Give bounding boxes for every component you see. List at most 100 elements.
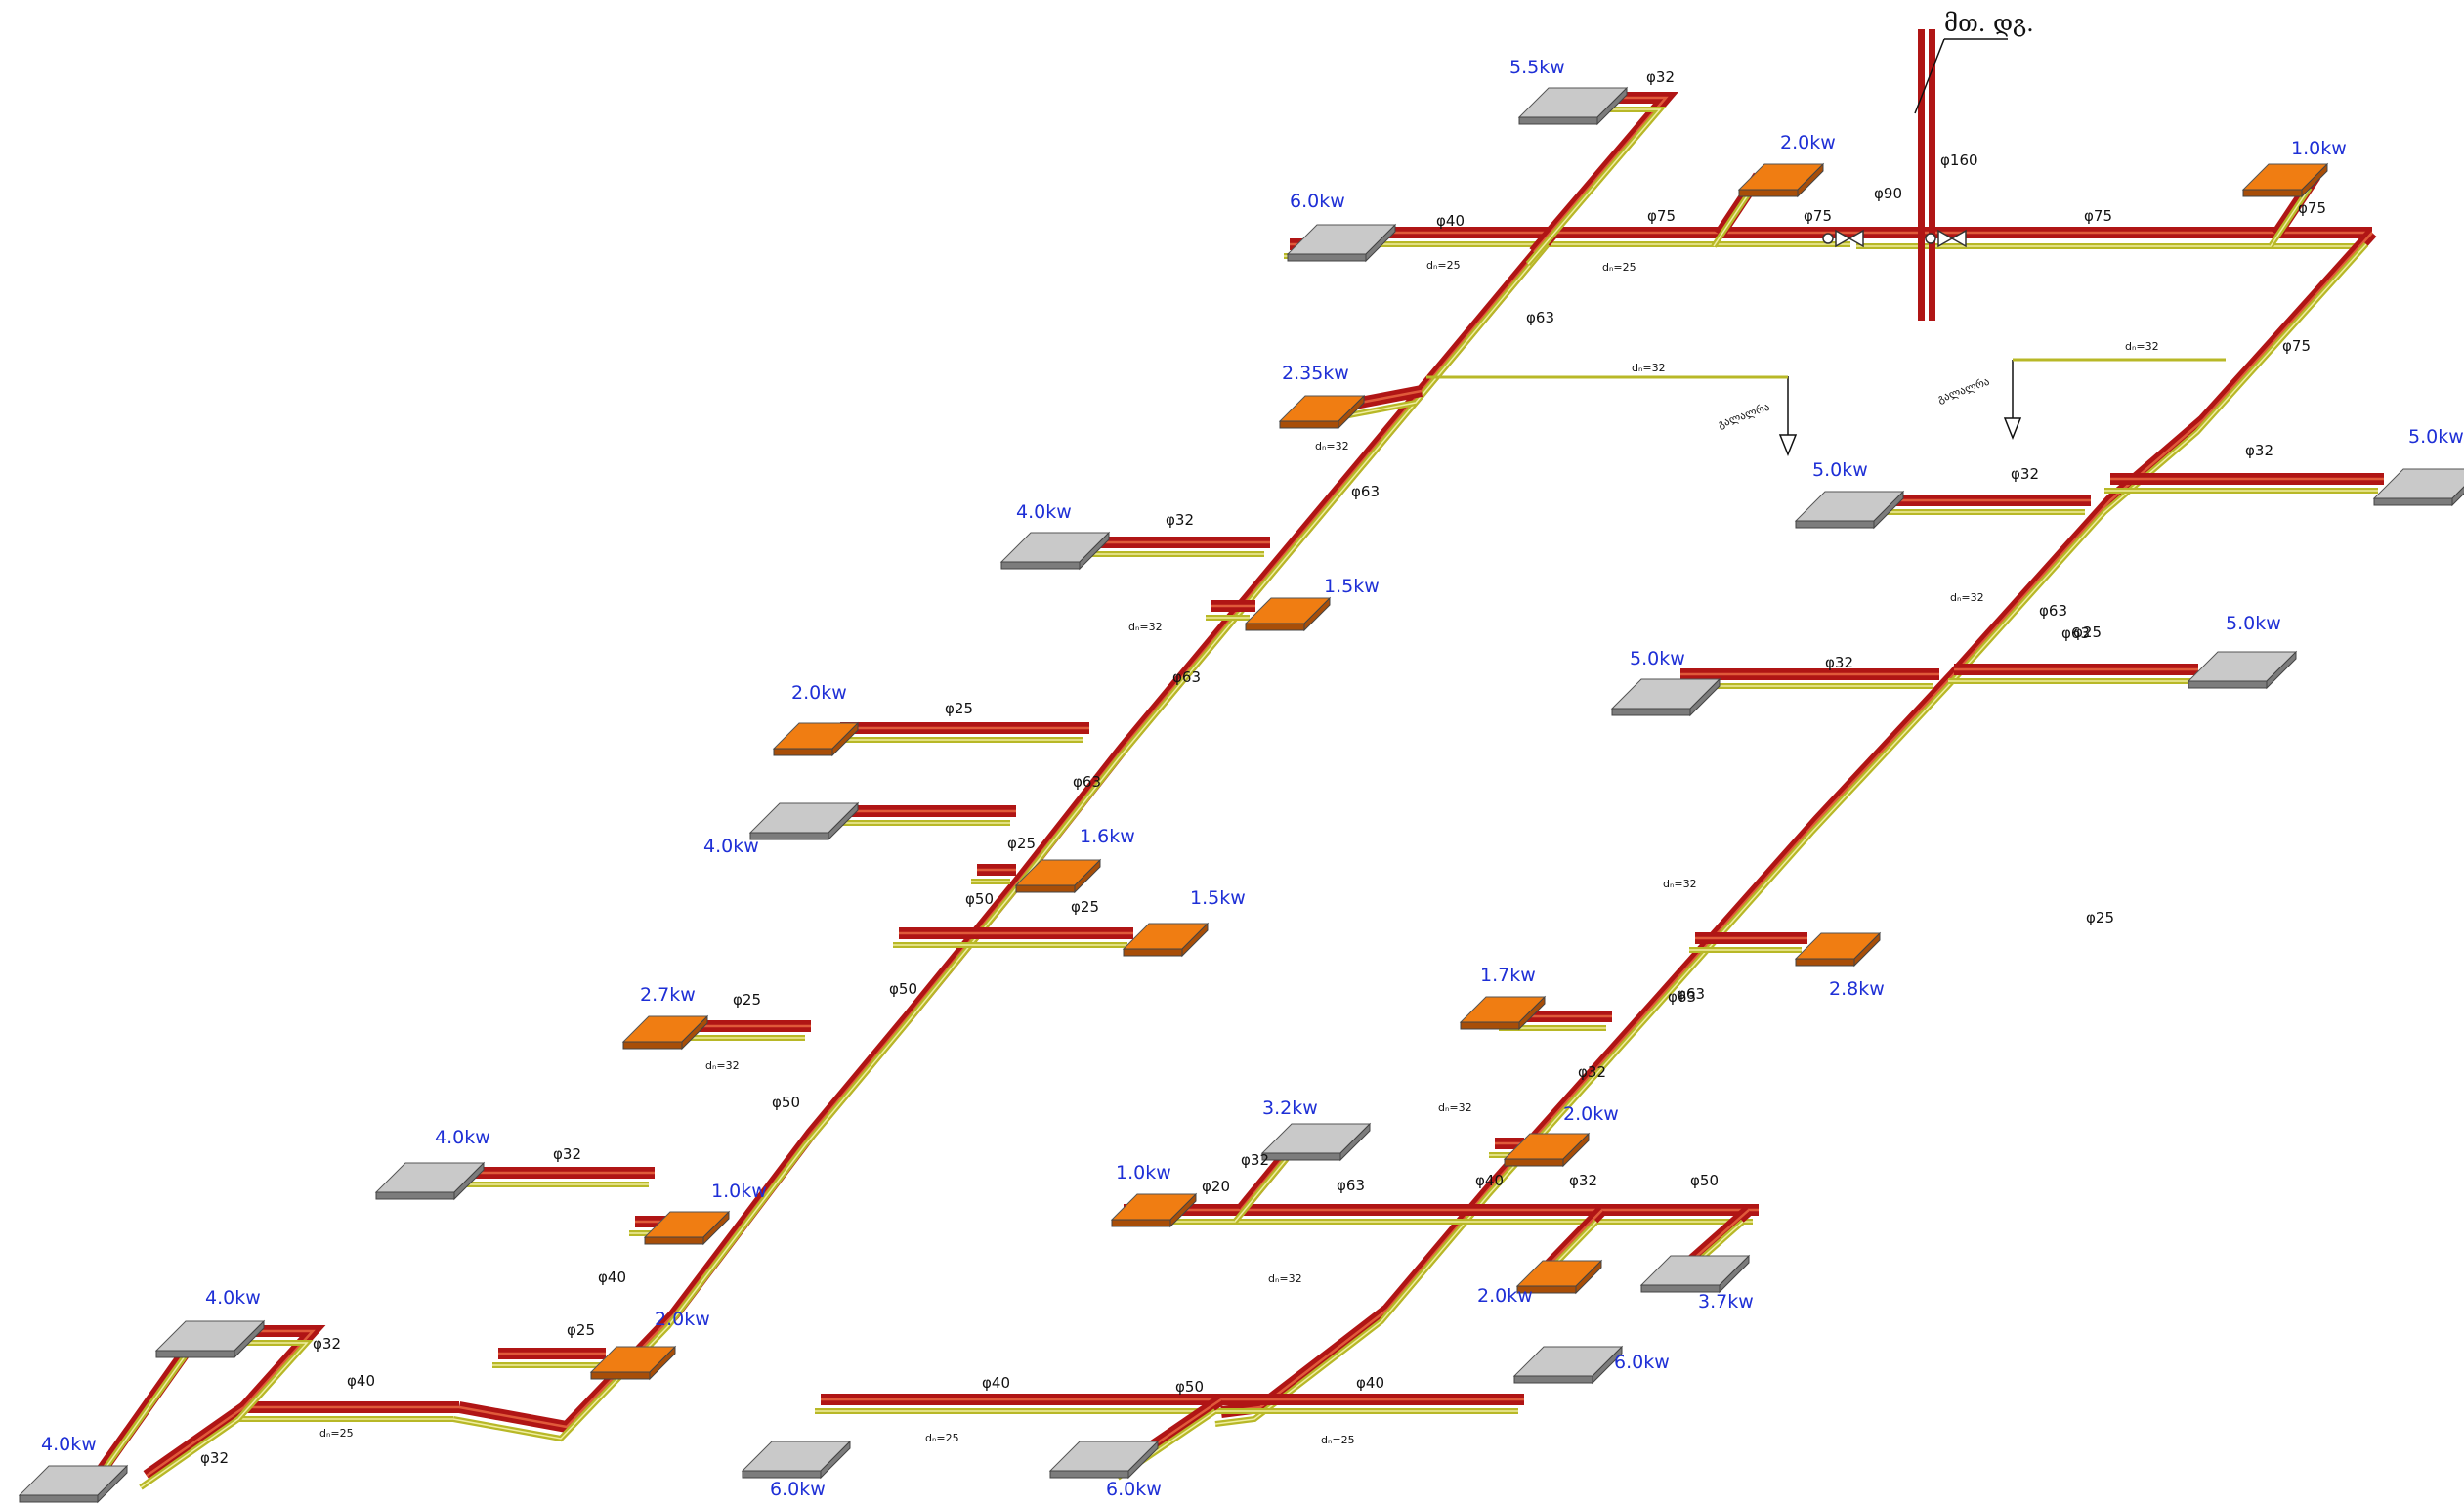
unit-side [1079,531,1110,571]
air-handling-unit [1260,1122,1372,1162]
drain-diameter-label: dₙ=32 [1632,362,1666,374]
valve-icon [1822,229,1864,248]
pipe-diameter-label: φ75 [2084,207,2112,225]
unit-side [1339,1122,1371,1162]
pipe-diameter-label: φ40 [347,1372,375,1390]
pipe-diameter-label: φ32 [553,1145,581,1163]
unit-top [1260,1123,1372,1154]
unit-front [1123,948,1183,957]
gallery-label: გალალრა [1936,375,1992,406]
unit-power-label: 6.0kw [1106,1479,1162,1500]
pipe-diameter-label: φ75 [1804,207,1832,225]
return-pipe [139,1416,453,1490]
unit-front [2242,189,2303,197]
unit-side [1797,162,1824,198]
unit-side [234,1319,265,1359]
pipe-diameter-label: φ32 [1241,1151,1269,1169]
unit-front [590,1371,651,1380]
drain-arrow-icon [1778,376,1798,457]
air-handling-unit [1517,86,1629,126]
pipe-diameter-label: φ63 [1172,668,1201,686]
pipe-diameter-label: φ25 [733,991,761,1009]
air-handling-unit [1512,1345,1624,1385]
fan-coil-unit [772,721,860,757]
unit-top [1048,1440,1160,1472]
air-handling-unit [1794,490,1905,530]
valve-gauge [1925,233,1936,244]
unit-power-label: 1.0kw [711,1181,767,1202]
pipe-diameter-label: φ25 [567,1321,595,1339]
unit-side [1689,677,1721,717]
unit-front [622,1041,683,1050]
pipe-diameter-label: φ63 [2039,602,2067,620]
pipe-diameter-label: φ25 [945,700,973,717]
drain-diameter-label: dₙ=25 [1321,1434,1355,1446]
drain-arrow-head [1778,434,1798,457]
fan-coil-unit [2241,162,2329,198]
pipe-diameter-label: φ32 [1825,654,1853,671]
unit-top [748,802,860,834]
drain-diameter-label: dₙ=32 [1663,878,1697,890]
fan-coil-unit [1244,596,1332,632]
air-handling-unit [1048,1440,1160,1480]
valve-icon [1925,229,1967,248]
unit-top [18,1465,129,1496]
drain-diameter-label: dₙ=25 [1602,261,1636,274]
return-pipe-center [91,1342,309,1488]
pipe-diameter-label: φ63 [1073,773,1101,791]
unit-front [742,1470,822,1479]
unit-side [1596,86,1628,126]
air-handling-unit [1286,223,1397,263]
riser-label: მთ. დგ. [1944,10,2034,37]
pipe-diameter-label: φ25 [1071,898,1099,916]
unit-side [1169,1192,1197,1228]
main-riser-left [1918,29,1925,321]
pipe-diameter-label: φ40 [598,1268,626,1286]
unit-front [2188,680,2268,689]
fan-coil-unit [621,1014,709,1051]
pipe-diameter-label: φ75 [2298,199,2326,217]
unit-side [649,1345,676,1381]
supply-pipe [457,229,1558,1434]
drain-diameter-label: dₙ=25 [925,1432,959,1444]
drain-arrow-icon [2003,360,2022,441]
unit-side [820,1440,851,1480]
unit-side [681,1014,708,1051]
pipe-diameter-label: φ32 [200,1449,229,1467]
fan-coil-unit [1122,922,1210,958]
pipe-diameter-label: φ63 [1668,988,1696,1006]
fan-coil-unit [589,1345,677,1381]
unit-side [1127,1440,1159,1480]
unit-front [1611,708,1691,716]
drain-diameter-label: dₙ=32 [705,1059,740,1072]
air-handling-unit [1610,677,1721,717]
return-pipe-center [1713,187,1754,247]
drain-diameter-label: dₙ=32 [2125,340,2159,353]
pipe-diameter-label: φ50 [889,980,917,998]
unit-front [19,1494,99,1503]
unit-side [453,1161,485,1201]
unit-top [1794,491,1905,522]
fan-coil-unit [1110,1192,1198,1228]
pipe-diameter-label: φ50 [1690,1172,1719,1189]
unit-side [1181,922,1209,958]
unit-side [1575,1259,1602,1295]
unit-power-label: 2.0kw [1780,132,1836,153]
unit-front [1000,561,1081,570]
unit-front [2373,497,2453,506]
unit-front [1245,623,1305,631]
drain-diameter-label: dₙ=25 [1426,259,1461,272]
unit-side [1338,394,1365,430]
pipe-diameter-label: φ32 [2245,442,2273,459]
unit-power-label: 6.0kw [1614,1352,1670,1373]
return-pipe-center [1214,243,2367,1425]
pipe-diameter-label: φ50 [772,1094,800,1111]
unit-front [1513,1375,1593,1384]
unit-top [2372,468,2464,499]
unit-front [1261,1152,1341,1161]
unit-front [773,748,833,756]
unit-side [831,721,859,757]
unit-power-label: 1.5kw [1190,887,1246,909]
riser-leader [1914,38,1945,114]
valve-gauge [1822,233,1834,244]
